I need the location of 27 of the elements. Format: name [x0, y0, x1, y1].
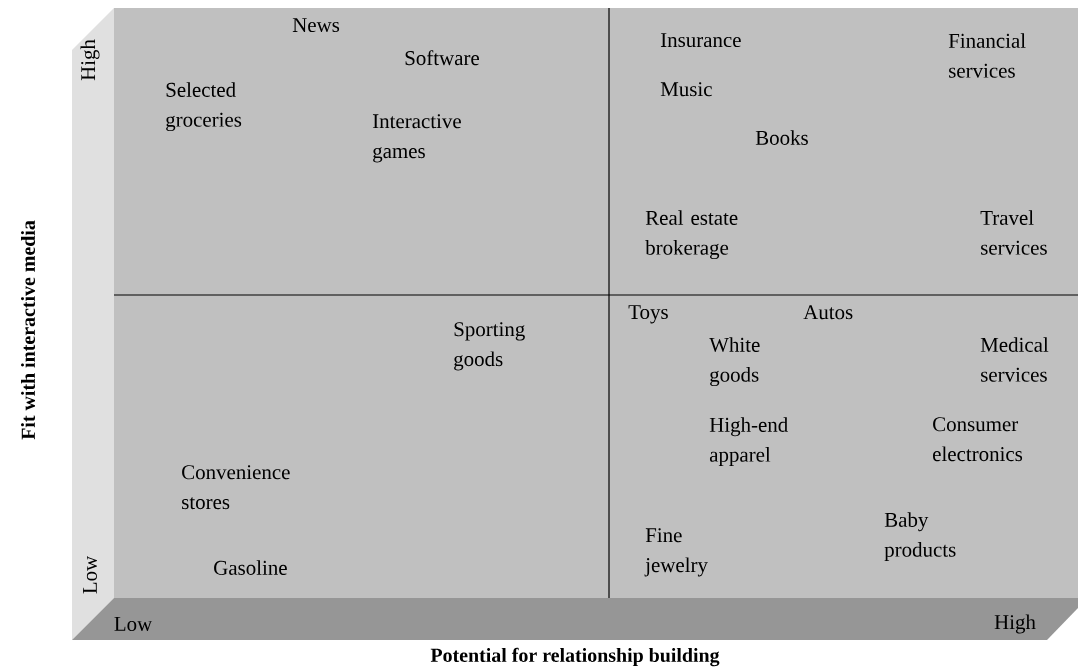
category-label: Financial services — [948, 33, 1026, 78]
category-label: Real estate brokerage — [645, 210, 738, 260]
category-label: Music — [660, 82, 712, 97]
category-label: Travel services — [980, 210, 1047, 255]
axis-end-label: Low — [83, 555, 97, 594]
axis-title: Potential for relationship building — [430, 647, 720, 667]
category-label: White goods — [709, 337, 760, 387]
category-label: News — [292, 18, 340, 33]
category-label: Toys — [628, 305, 668, 324]
category-label: Software — [405, 50, 479, 66]
axis-end-label: Low — [114, 617, 153, 631]
category-label: Sporting goods — [454, 322, 525, 371]
category-label: Convenience stores — [182, 465, 290, 510]
axis-end-label: High — [80, 39, 100, 81]
category-label: High-end apparel — [709, 417, 788, 467]
category-label: Medical services — [980, 337, 1049, 382]
category-label: Interactive games — [372, 114, 461, 163]
category-label: Fine jewelry — [644, 528, 708, 577]
category-label: Selected groceries — [166, 82, 242, 132]
axis-title: Fit with interactive media — [21, 220, 35, 440]
category-label: Insurance — [660, 33, 741, 48]
category-label: Baby products — [884, 512, 956, 562]
category-label: Consumer electronics — [933, 417, 1023, 462]
category-label: Autos — [803, 305, 853, 320]
category-label: Gasoline — [214, 560, 287, 575]
axis-end-label: High — [994, 614, 1036, 634]
category-label: Books — [755, 130, 808, 145]
